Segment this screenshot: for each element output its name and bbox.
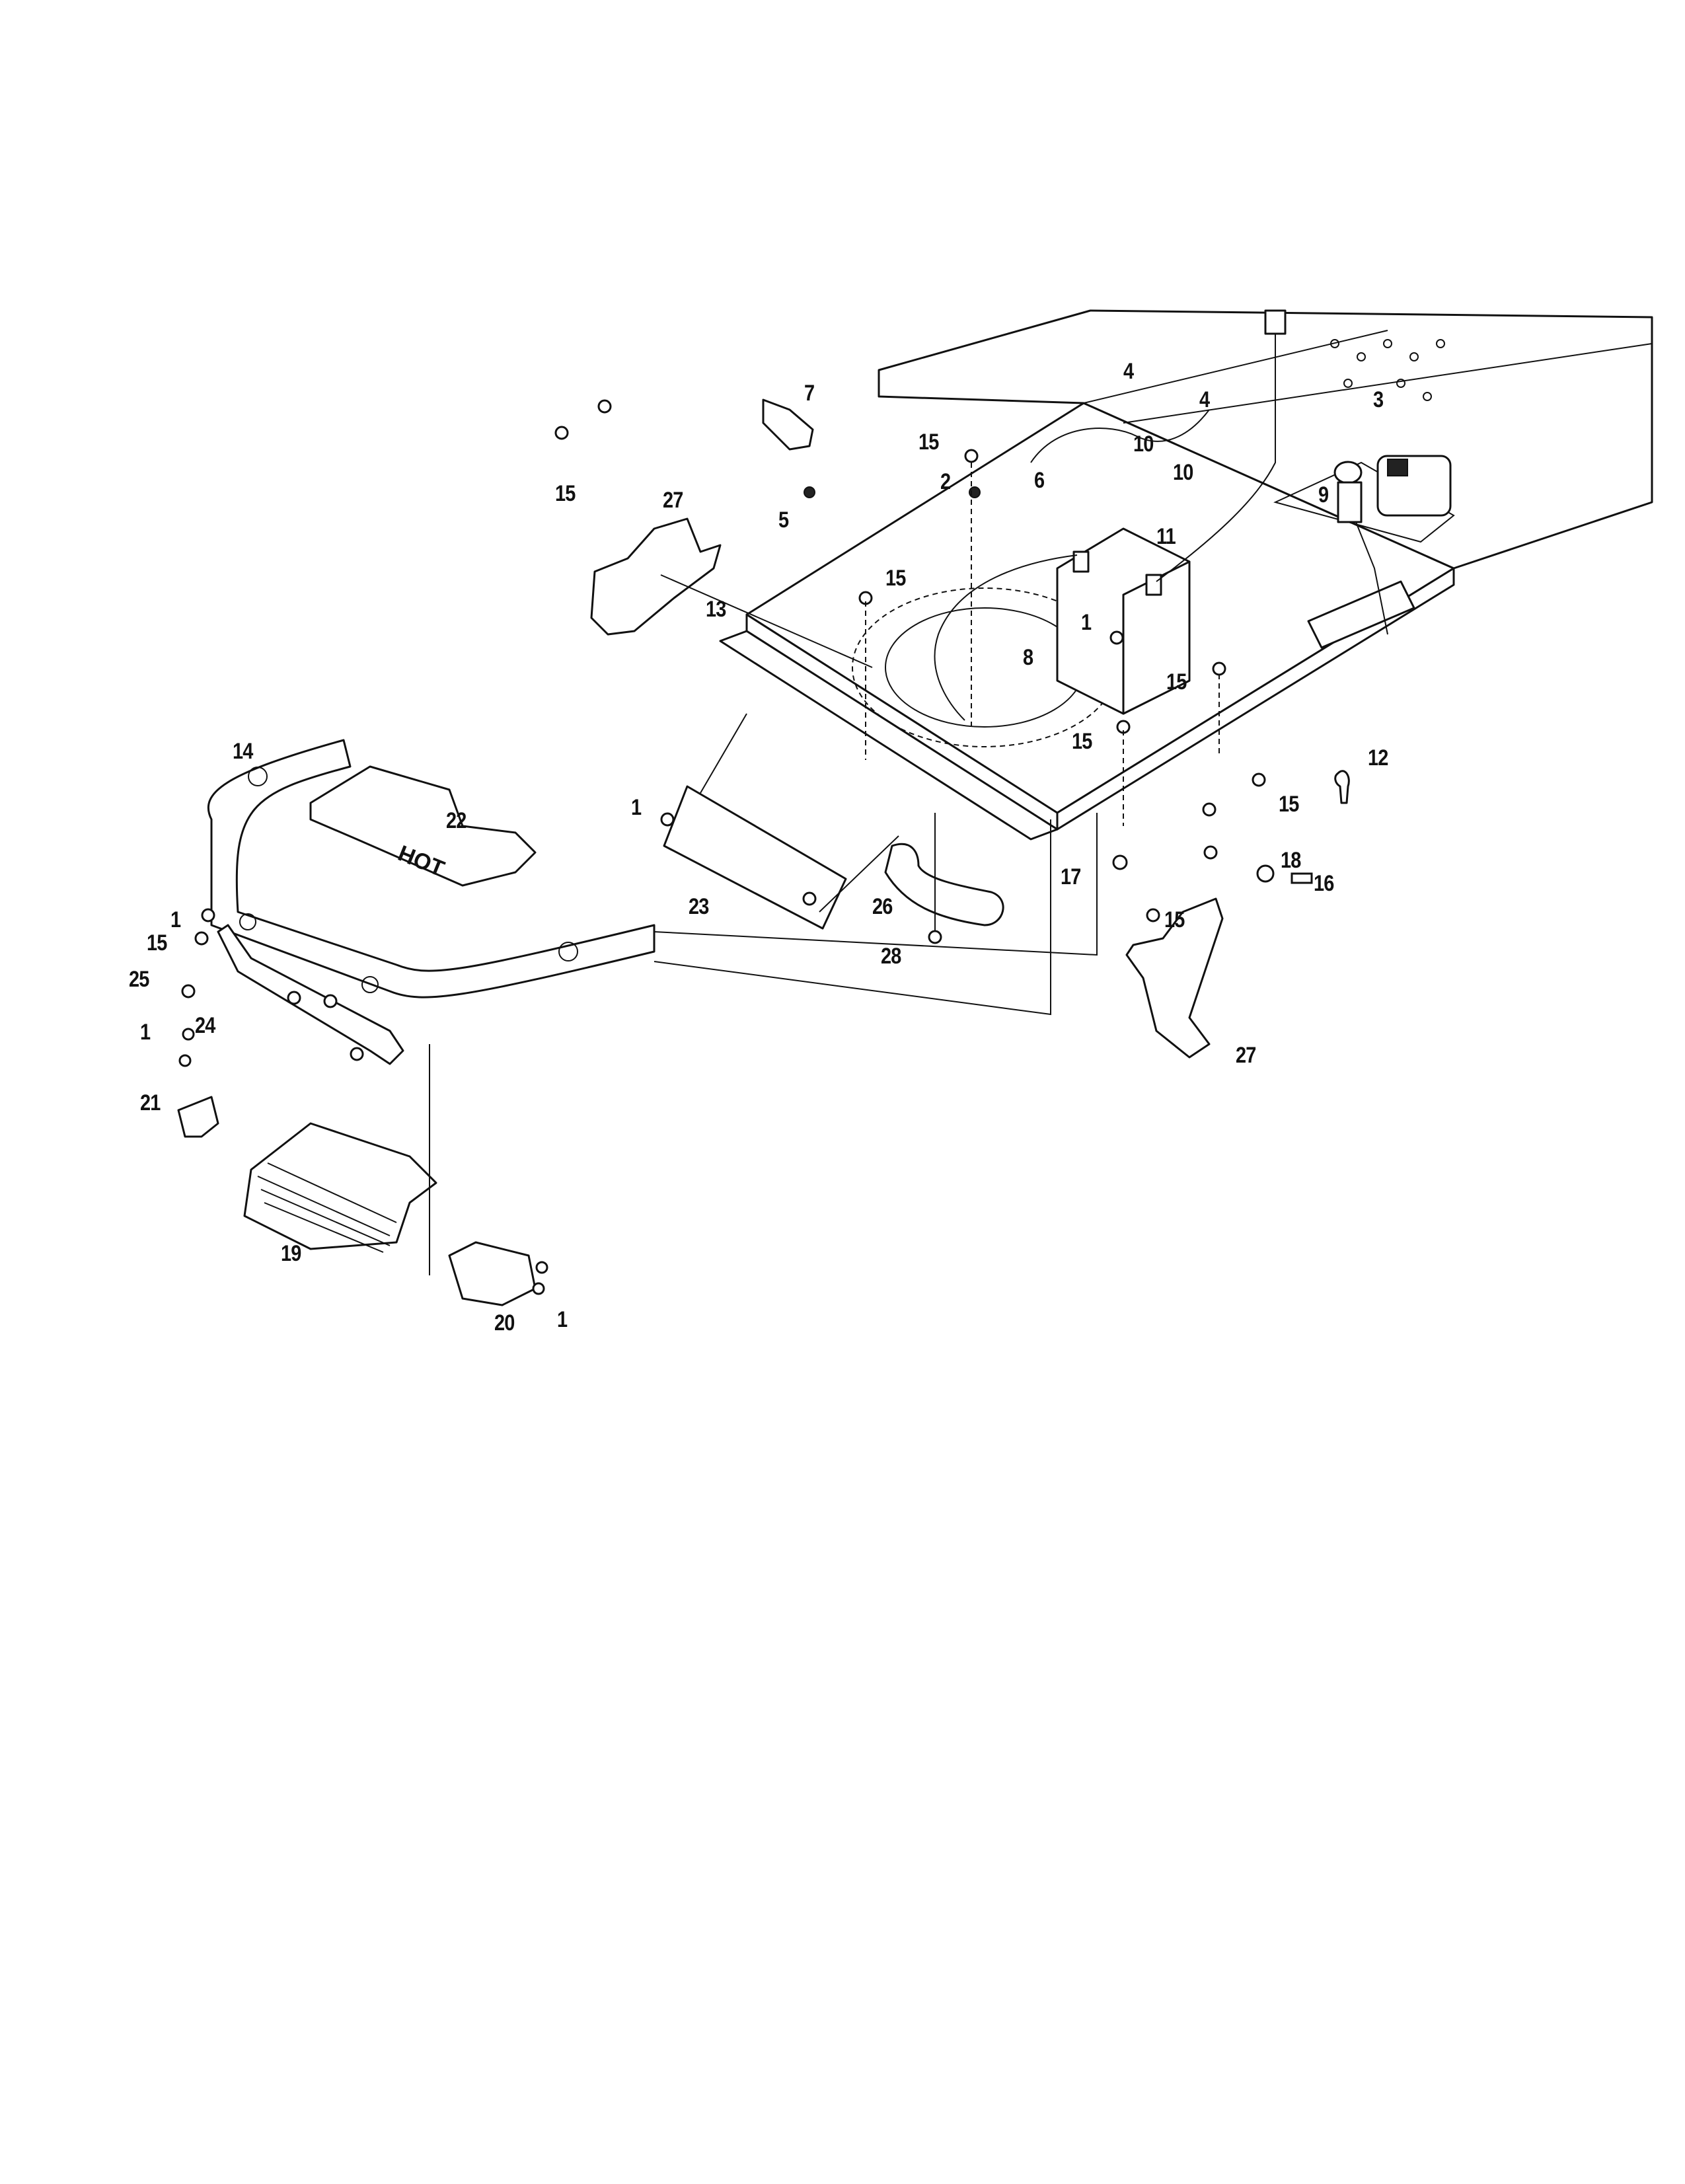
callout-6: 6	[1034, 468, 1045, 493]
callout-23: 23	[689, 894, 709, 919]
callout-24: 24	[195, 1013, 215, 1038]
part-13-plate	[719, 630, 1059, 841]
callout-26: 26	[872, 894, 893, 919]
ignition-module	[1333, 455, 1452, 523]
callout-16: 16	[1314, 871, 1334, 896]
callout-12: 12	[1368, 745, 1388, 771]
part-21-bracket	[177, 1096, 219, 1138]
callout-7: 7	[804, 381, 815, 406]
callout-15: 15	[885, 566, 906, 591]
callout-8: 8	[1023, 645, 1033, 670]
callout-1: 1	[170, 907, 181, 932]
callout-13: 13	[706, 597, 726, 622]
part-12-key	[1334, 770, 1350, 804]
callout-19: 19	[281, 1241, 301, 1266]
callout-17: 17	[1061, 864, 1081, 889]
part-26-bracket	[884, 843, 1004, 926]
callout-15: 15	[147, 930, 167, 956]
part-23-guard	[663, 785, 847, 930]
callout-11: 11	[1156, 524, 1176, 549]
part-7-switch	[762, 398, 814, 451]
part-19-muffler-guard	[243, 1122, 437, 1253]
callout-10: 10	[1173, 460, 1193, 485]
callout-1: 1	[631, 795, 642, 820]
part-27-bracket-lower	[1125, 897, 1224, 1059]
part-24-support	[217, 924, 404, 1065]
callout-15: 15	[918, 430, 939, 455]
callout-21: 21	[140, 1090, 161, 1115]
part-14-front-bumper	[207, 739, 655, 998]
wiring-harness	[934, 309, 1388, 721]
callout-3: 3	[1373, 387, 1384, 412]
callout-15: 15	[1072, 729, 1092, 754]
callout-18: 18	[1281, 848, 1301, 873]
callout-1: 1	[1081, 610, 1092, 635]
callout-27: 27	[663, 488, 683, 513]
callout-9: 9	[1318, 482, 1329, 508]
callout-5: 5	[778, 508, 789, 533]
callout-27: 27	[1236, 1043, 1256, 1068]
part-22-hot-decal: HOT	[309, 765, 537, 887]
callout-14: 14	[233, 739, 253, 764]
callout-28: 28	[881, 944, 901, 969]
assembly-lines	[429, 463, 1220, 1275]
deck-perforations	[1330, 339, 1445, 401]
callout-20: 20	[494, 1310, 515, 1336]
callout-10: 10	[1133, 432, 1154, 457]
part-20-bracket	[448, 1241, 537, 1306]
callout-25: 25	[129, 967, 149, 992]
battery	[1056, 527, 1191, 715]
callout-4: 4	[1199, 387, 1210, 412]
part-27-bracket-upper	[590, 517, 722, 636]
callout-15: 15	[1279, 792, 1299, 817]
callout-15: 15	[555, 481, 576, 506]
callout-22: 22	[446, 808, 467, 833]
callout-15: 15	[1164, 907, 1185, 932]
callout-1: 1	[557, 1307, 568, 1332]
callout-15: 15	[1166, 669, 1187, 695]
callout-1: 1	[140, 1020, 151, 1045]
fasteners	[178, 399, 1313, 1295]
callout-4: 4	[1123, 359, 1134, 384]
callout-2: 2	[940, 469, 951, 494]
